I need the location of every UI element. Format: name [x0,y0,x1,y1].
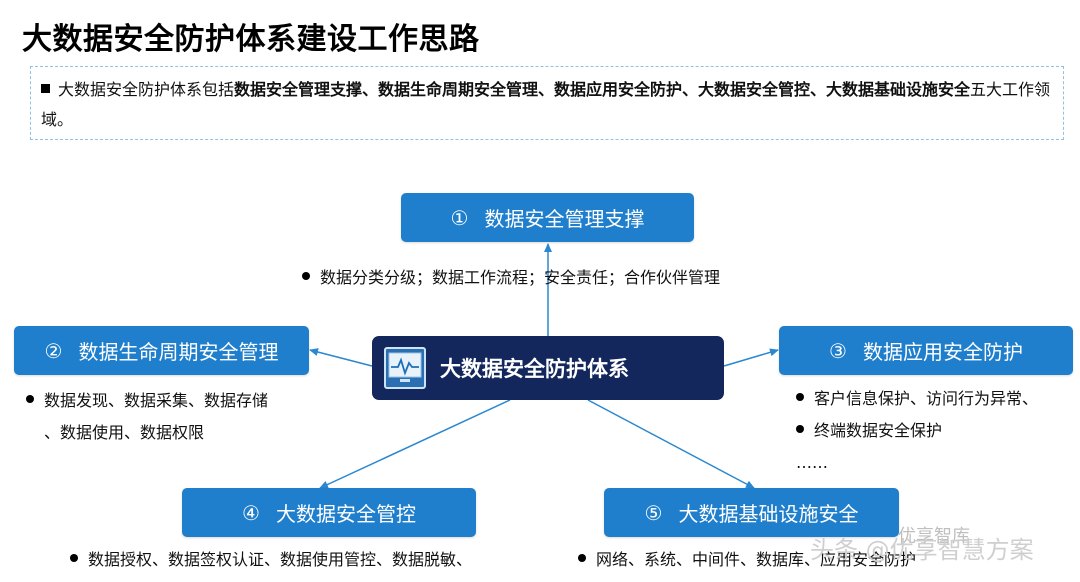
watermark-text: 头条 @优享智慧方案 [810,536,1034,564]
intro-panel: 大数据安全防护体系包括数据安全管理支撑、数据生命周期安全管理、数据应用安全防护、… [30,66,1064,140]
arrow-to-node-5 [587,399,755,489]
node-5-label: 大数据基础设施安全 [678,502,859,526]
node-5-number: ⑤ [644,500,663,525]
intro-prefix: 大数据安全防护体系包括 [58,80,235,99]
bullet-dot-icon [302,272,310,280]
node-4-detail-line: 数据授权、数据签权认证、数据使用管控、数据脱敏、 [88,550,473,569]
node-3-detail-line: 终端数据安全保护 [814,421,943,440]
node-4-bigdata-control: ④ 大数据安全管控 [182,488,476,537]
node-4-number: ④ [242,500,260,525]
arrow-to-node-3 [723,348,779,367]
node-3-detail-line: 客户信息保护、访问行为异常、 [814,389,1039,408]
node-3-ellipsis: …… [796,453,828,472]
arrow-to-node-4 [319,399,511,489]
center-label: 大数据安全防护体系 [440,357,629,381]
arrow-to-node-2 [309,348,373,367]
monitor-icon [384,347,426,389]
node-2-number: ② [44,338,63,363]
node-3-details: 客户信息保护、访问行为异常、 终端数据安全保护 …… [796,383,1038,479]
node-5-details: 网络、系统、中间件、数据库、应用安全防护 [578,544,916,576]
watermark-brand: 优享智库 [898,526,970,547]
node-2-detail-line: 数据发现、数据采集、数据存储 [44,391,269,410]
node-2-detail-line: 、数据使用、数据权限 [44,423,205,442]
node-2-data-lifecycle: ② 数据生命周期安全管理 [14,326,309,375]
node-1-label: 数据安全管理支撑 [484,207,645,231]
intro-text: 大数据安全防护体系包括数据安全管理支撑、数据生命周期安全管理、数据应用安全防护、… [41,75,1051,135]
node-1-number: ① [450,205,469,230]
node-1-data-security-management: ① 数据安全管理支撑 [401,193,694,242]
bullet-dot-icon [796,393,804,401]
node-4-details: 数据授权、数据签权认证、数据使用管控、数据脱敏、 [70,544,472,576]
intro-bold: 数据安全管理支撑、数据生命周期安全管理、数据应用安全防护、大数据安全管控、大数据… [234,80,971,99]
node-5-bigdata-infrastructure: ⑤ 大数据基础设施安全 [604,488,899,537]
bullet-dot-icon [26,395,34,403]
node-4-label: 大数据安全管控 [275,502,416,526]
node-5-detail-line: 网络、系统、中间件、数据库、应用安全防护 [596,550,917,569]
node-1-detail-line: 数据分类分级；数据工作流程；安全责任；合作伙伴管理 [320,268,721,287]
intro-suffix: 五大工作领域。 [41,80,1051,129]
node-3-label: 数据应用安全防护 [862,340,1023,364]
center-node: 大数据安全防护体系 [372,336,724,400]
node-3-data-application-protection: ③ 数据应用安全防护 [779,326,1073,375]
bullet-dot-icon [70,554,78,562]
square-bullet-icon [41,84,50,93]
page-title: 大数据安全防护体系建设工作思路 [22,22,480,57]
bullet-dot-icon [578,554,586,562]
node-2-label: 数据生命周期安全管理 [78,340,279,364]
node-3-number: ③ [829,338,847,363]
bullet-dot-icon [796,425,804,433]
node-1-details: 数据分类分级；数据工作流程；安全责任；合作伙伴管理 [302,262,720,294]
node-2-details: 数据发现、数据采集、数据存储 、数据使用、数据权限 [26,385,268,449]
